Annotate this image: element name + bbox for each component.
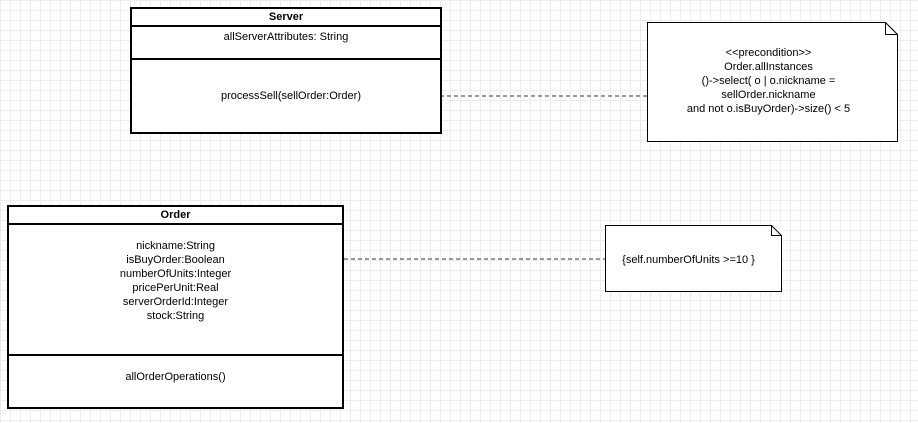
server-attribute: allServerAttributes: String	[223, 31, 349, 43]
note-line: and not o.isBuyOrder)->size() < 5	[686, 103, 851, 115]
note-shape	[647, 22, 898, 142]
note-line: {self.numberOfUnits >=10 }	[622, 254, 755, 266]
order-attribute: numberOfUnits:Integer	[119, 268, 232, 280]
order-operation: allOrderOperations()	[125, 371, 226, 383]
note-line: ()->select( o | o.nickname =	[701, 75, 836, 87]
order-attribute: isBuyOrder:Boolean	[126, 254, 225, 266]
note-line: sellOrder.nickname	[721, 89, 816, 101]
precondition-note[interactable]: <<precondition>> Order.allInstances ()->…	[647, 22, 898, 142]
server-class-box[interactable]: Server allServerAttributes: String proce…	[130, 7, 442, 134]
precondition-note-text: <<precondition>> Order.allInstances ()->…	[647, 22, 898, 116]
order-attribute: serverOrderId:Integer	[122, 296, 229, 308]
order-class-box[interactable]: Order nickname:String isBuyOrder:Boolean…	[7, 205, 344, 409]
server-attributes-compartment: allServerAttributes: String	[132, 27, 440, 60]
server-class-name: Server	[132, 9, 440, 27]
order-attributes-compartment: nickname:String isBuyOrder:Boolean numbe…	[9, 225, 342, 356]
note-shape	[605, 225, 782, 292]
order-operations-compartment: allOrderOperations()	[9, 356, 342, 384]
note-stereotype: <<precondition>>	[725, 47, 812, 59]
server-operation: processSell(sellOrder:Order)	[221, 90, 361, 102]
constraint-note-text: {self.numberOfUnits >=10 }	[605, 225, 782, 267]
order-attribute: stock:String	[146, 310, 205, 322]
note-line: Order.allInstances	[724, 61, 813, 73]
server-operations-compartment: processSell(sellOrder:Order)	[132, 60, 440, 103]
order-class-name: Order	[9, 207, 342, 225]
constraint-note[interactable]: {self.numberOfUnits >=10 }	[605, 225, 782, 292]
order-attribute: nickname:String	[136, 240, 215, 252]
order-attribute: pricePerUnit:Real	[132, 282, 219, 294]
